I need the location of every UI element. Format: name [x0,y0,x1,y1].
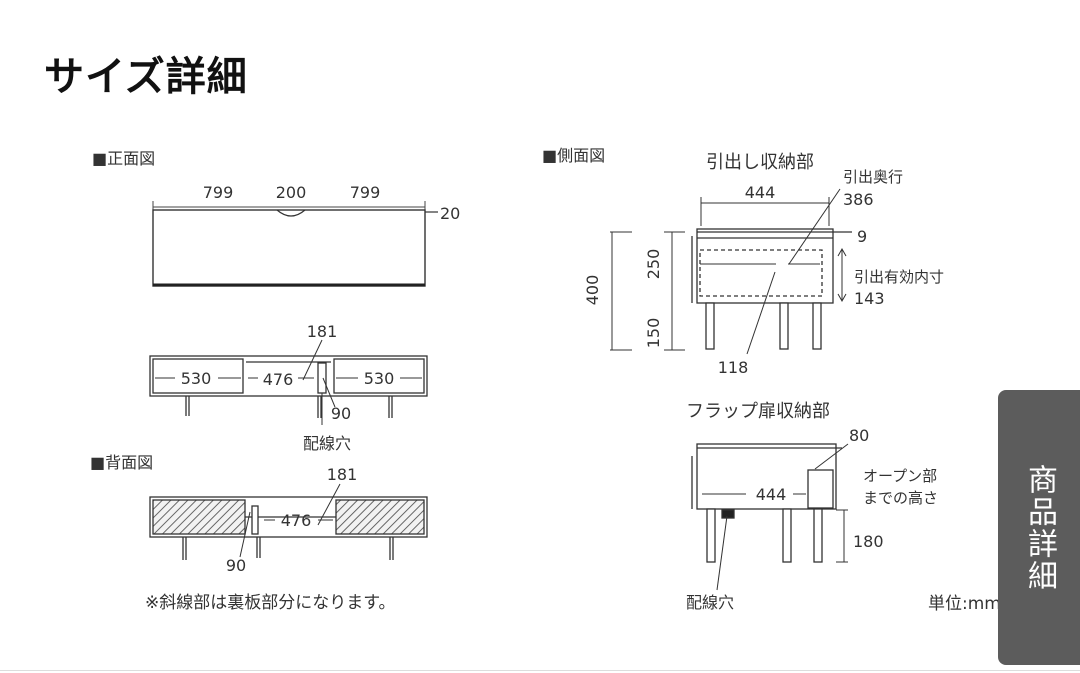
dim-front-right: 799 [350,183,381,202]
front-tv-stand-body [149,355,428,418]
dim-flap-width: 444 [756,485,787,504]
front-cable-hole-label: 配線穴 [303,434,351,453]
back-view-label: ■背面図 [90,453,153,472]
drawer-inner-dimensions [700,188,847,355]
front-inner-dimensions [155,339,422,425]
drawer-width-dimension [700,197,830,226]
side-view-label: ■側面図 [542,146,605,165]
back-tv-stand-body [149,496,428,560]
bottom-divider [0,670,1080,671]
dim-flap: 80 [849,426,869,445]
dim-total-height: 400 [583,275,602,306]
inner-height-label: 引出有効内寸 [854,268,944,286]
back-hatch-note: ※斜線部は裏板部分になります。 [145,592,396,613]
dim-front-cable-hole: 181 [307,322,338,341]
dim-top-thickness: 9 [857,227,867,246]
dim-back-center-space: 476 [281,511,312,530]
dim-front-left: 799 [203,183,234,202]
dim-upper-height: 250 [644,249,663,280]
dim-leg-height: 150 [644,318,663,349]
dim-front-center-space: 476 [263,370,294,389]
page-title: サイズ詳細 [44,54,248,100]
drawer-side-body [691,228,852,350]
dim-inner-depth: 118 [718,358,749,377]
flap-side-body [691,443,842,563]
product-details-tab-label: 商品詳細 [1022,463,1057,592]
dim-inner-height: 143 [854,289,885,308]
dim-front-thickness: 20 [440,204,460,223]
dim-front-drawer-right: 530 [364,369,395,388]
drawer-section-title: 引出し収納部 [706,152,814,173]
front-view-label: ■正面図 [92,149,155,168]
dim-front-hole-width: 90 [331,404,351,423]
dim-front-drawer-left: 530 [181,369,212,388]
product-details-tab[interactable]: 商品詳細 [998,390,1080,665]
unit-label: 単位:mm [928,594,1001,614]
opening-label-line2: までの高さ [863,489,938,507]
dim-front-center: 200 [276,183,307,202]
pull-depth-label: 引出奥行 [843,168,903,186]
total-height-dimension [610,231,685,351]
flap-section-title: フラップ扉収納部 [686,401,830,422]
back-inner-dimensions [239,483,341,558]
front-top-board [152,209,438,287]
flap-cable-hole-label: 配線穴 [686,593,734,612]
dim-back-cable-hole: 181 [327,465,358,484]
flap-dimensions [702,443,849,591]
dim-back-hole-width: 90 [226,556,246,575]
dim-pull-depth: 386 [843,190,874,209]
opening-label-line1: オープン部 [863,467,937,485]
dim-drawer-width: 444 [745,183,776,202]
dim-opening-height: 180 [853,532,884,551]
